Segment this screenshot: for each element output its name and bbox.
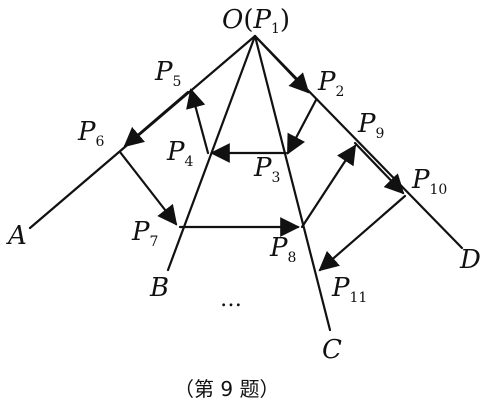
- label-p7: P7: [131, 217, 158, 250]
- arrow-p4-p5: [186, 88, 210, 155]
- arrow-p6-p7: [118, 150, 178, 226]
- label-p11: P11: [331, 273, 367, 306]
- ray-oc: [253, 34, 332, 332]
- label-c: C: [322, 335, 342, 365]
- arrow-p10-p11: [318, 194, 407, 272]
- arrow-p9-p10: [353, 141, 405, 195]
- label-p5: P5: [154, 57, 181, 90]
- label-p2: P2: [317, 67, 344, 100]
- arrow-p1-p2: [253, 34, 310, 94]
- arrow-p5-p6: [123, 90, 190, 148]
- label-p6: P6: [77, 117, 105, 150]
- label-b: B: [149, 273, 169, 303]
- label-p8: P8: [269, 233, 296, 266]
- ellipsis: …: [220, 287, 242, 312]
- label-p10: P10: [411, 165, 447, 198]
- label-p3: P3: [253, 153, 280, 186]
- label-a: A: [6, 221, 27, 251]
- label-origin: O(P1): [222, 5, 290, 37]
- arrow-p2-p3: [286, 98, 318, 155]
- figure-caption: （第 9 题）: [174, 377, 279, 401]
- label-p9: P9: [357, 109, 384, 142]
- label-p4: P4: [166, 137, 194, 170]
- label-d: D: [459, 245, 481, 275]
- arrow-p8-p9: [300, 144, 357, 229]
